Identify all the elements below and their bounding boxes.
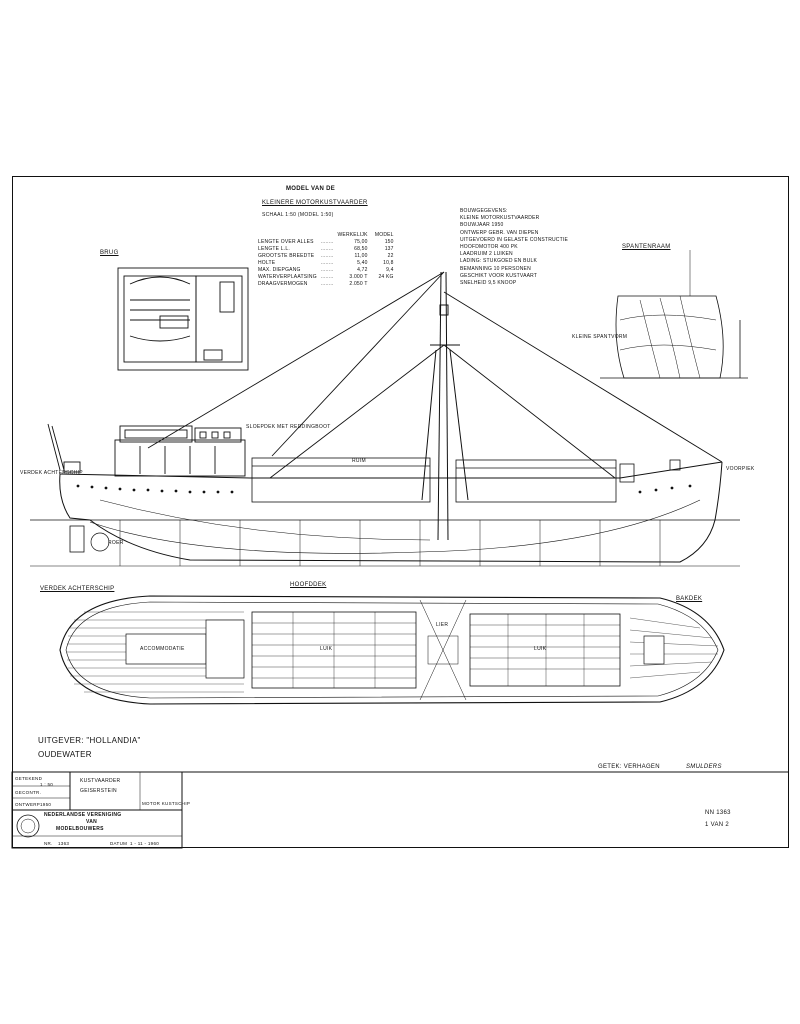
title-block	[11, 771, 789, 849]
notes-line: Laadruim 2 luiken	[460, 251, 513, 258]
spec-header-real: Werkelijk	[337, 232, 368, 238]
drawn-by: Getek: Verhagen	[598, 764, 660, 770]
spec-real: 2.050 t	[349, 281, 368, 287]
tb-type-line: Motor kustschip	[142, 801, 191, 806]
label-forecastle: Bakdek	[676, 596, 703, 602]
deck-plan	[59, 595, 725, 705]
spec-label: Grootste breedte	[258, 253, 315, 259]
spec-row: Lengte over alles........ 75,00 150	[258, 239, 398, 246]
notes-line: Lading: stukgoed en bulk	[460, 258, 538, 265]
notes-line: Snelheid 9,5 knoop	[460, 280, 517, 287]
tb-design-label: Ontwerp	[15, 802, 41, 807]
hull-profile	[30, 461, 740, 567]
spec-label: Max. diepgang	[258, 267, 301, 273]
rigging-lines	[147, 271, 723, 479]
spec-model	[372, 281, 398, 288]
sheet-ref: NN 1363	[705, 810, 731, 816]
tb-checked-label: Gecontr.	[15, 790, 42, 795]
spec-table: Werkelijk Model Lengte over alles.......…	[258, 232, 398, 288]
spec-model: 137	[384, 246, 394, 252]
tb-date-label: Datum	[110, 841, 128, 846]
notes-line: Uitgevoerd in gelaste constructie	[460, 236, 569, 243]
hatch-profile	[251, 457, 681, 503]
model-title: Model van de	[286, 186, 336, 192]
publisher-place: Oudewater	[38, 750, 92, 759]
spec-real: 3.000 t	[349, 274, 368, 280]
notes-line: Ontwerp Gebr. van Diepen	[460, 229, 539, 236]
notes-line: Hoofdmotor 400 pk	[460, 244, 518, 251]
tb-date-value: 1 - 11 - 1960	[130, 841, 160, 846]
label-hatch-2: Luik	[534, 646, 547, 652]
spec-model: 24 kg	[378, 274, 394, 280]
tb-number-value: 1363	[58, 841, 70, 846]
tb-ship-sub: Geiserstein	[80, 788, 117, 794]
publisher-line: Uitgever: "Hollandia"	[38, 736, 141, 745]
midship-section	[600, 250, 748, 379]
aft-superstructure	[47, 423, 246, 477]
spec-real: 5,40	[357, 260, 368, 266]
spec-row: Draagvermogen........ 2.050 t	[258, 281, 398, 288]
tb-drawn-value: 1 : 50	[40, 782, 54, 787]
spec-real: 75,00	[354, 239, 368, 245]
spec-model: 9,4	[386, 267, 394, 273]
tb-org-name-2: van	[86, 819, 98, 825]
spec-row: Grootste breedte........ 11,00 22	[258, 253, 398, 260]
tb-ship-name: Kustvaarder	[80, 778, 121, 784]
label-boat-deck: Sloepdek met reddingboot	[246, 424, 331, 430]
main-mast	[421, 271, 469, 541]
label-rudder: Roer	[108, 540, 124, 546]
label-hold: Ruim	[352, 458, 366, 464]
notes-line: Bouwjaar 1950	[460, 222, 504, 229]
spec-real: 11,00	[354, 253, 368, 259]
spec-label: Waterverplaatsing	[258, 274, 317, 280]
spec-label: Holte	[258, 260, 276, 266]
spec-real: 68,50	[354, 246, 368, 252]
label-aft-shaft: Verdek achterschip	[20, 470, 83, 476]
bridge-detail	[117, 267, 249, 371]
tb-drawn-label: Getekend	[15, 776, 43, 781]
label-winch: Lier	[436, 622, 449, 628]
builders-notes: Bouwgegevens: Kleine motorkustvaarder Bo…	[460, 208, 568, 287]
label-midship-note: Kleine spantvorm	[572, 334, 628, 340]
label-hatch-1: Luik	[320, 646, 333, 652]
label-main-deck: Hoofddek	[290, 582, 327, 588]
label-poop-plan: Verdek achterschip	[40, 586, 115, 592]
notes-line: Geschikt voor kustvaart	[460, 272, 538, 279]
notes-line: Kleine motorkustvaarder	[460, 215, 540, 222]
spec-row: Lengte l.l......... 68,50 137	[258, 246, 398, 253]
spec-row: Holte........ 5,40 10,8	[258, 260, 398, 267]
spec-label: Lengte over alles	[258, 239, 314, 245]
sheet-number: 1 van 2	[705, 822, 729, 828]
tb-org-name-1: Nederlandse Vereniging	[44, 812, 122, 818]
notes-line: Bemanning 10 personen	[460, 265, 531, 272]
spec-model: 10,8	[383, 260, 394, 266]
spec-real: 4,72	[357, 267, 368, 273]
ship-type: Kleinere Motorkustvaarder	[262, 200, 368, 206]
tb-checked-value: 1950	[40, 802, 52, 807]
tb-number-label: Nr.	[44, 841, 53, 846]
spec-model: 150	[384, 239, 394, 245]
signature: Smulders	[686, 764, 722, 770]
tb-org-name-3: Modelbouwers	[56, 826, 104, 832]
drawing-sheet	[12, 176, 789, 848]
spec-row: Max. diepgang........ 4,72 9,4	[258, 267, 398, 274]
spec-model: 22	[387, 253, 394, 259]
spec-label: Lengte l.l.	[258, 246, 290, 252]
spec-header-model: Model	[374, 232, 394, 238]
spec-label: Draagvermogen	[258, 281, 308, 287]
notes-line: Bouwgegevens:	[460, 208, 508, 214]
label-bow: Voorpiek	[726, 466, 755, 472]
scale-note: Schaal 1:50 (Model 1:50)	[262, 212, 334, 218]
spec-row: Waterverplaatsing........ 3.000 t 24 kg	[258, 274, 398, 281]
label-midship-section: Spantenraam	[622, 244, 671, 250]
label-brug: Brug	[100, 250, 119, 256]
label-accommodation: Accommodatie	[140, 646, 185, 652]
portholes	[76, 484, 692, 494]
